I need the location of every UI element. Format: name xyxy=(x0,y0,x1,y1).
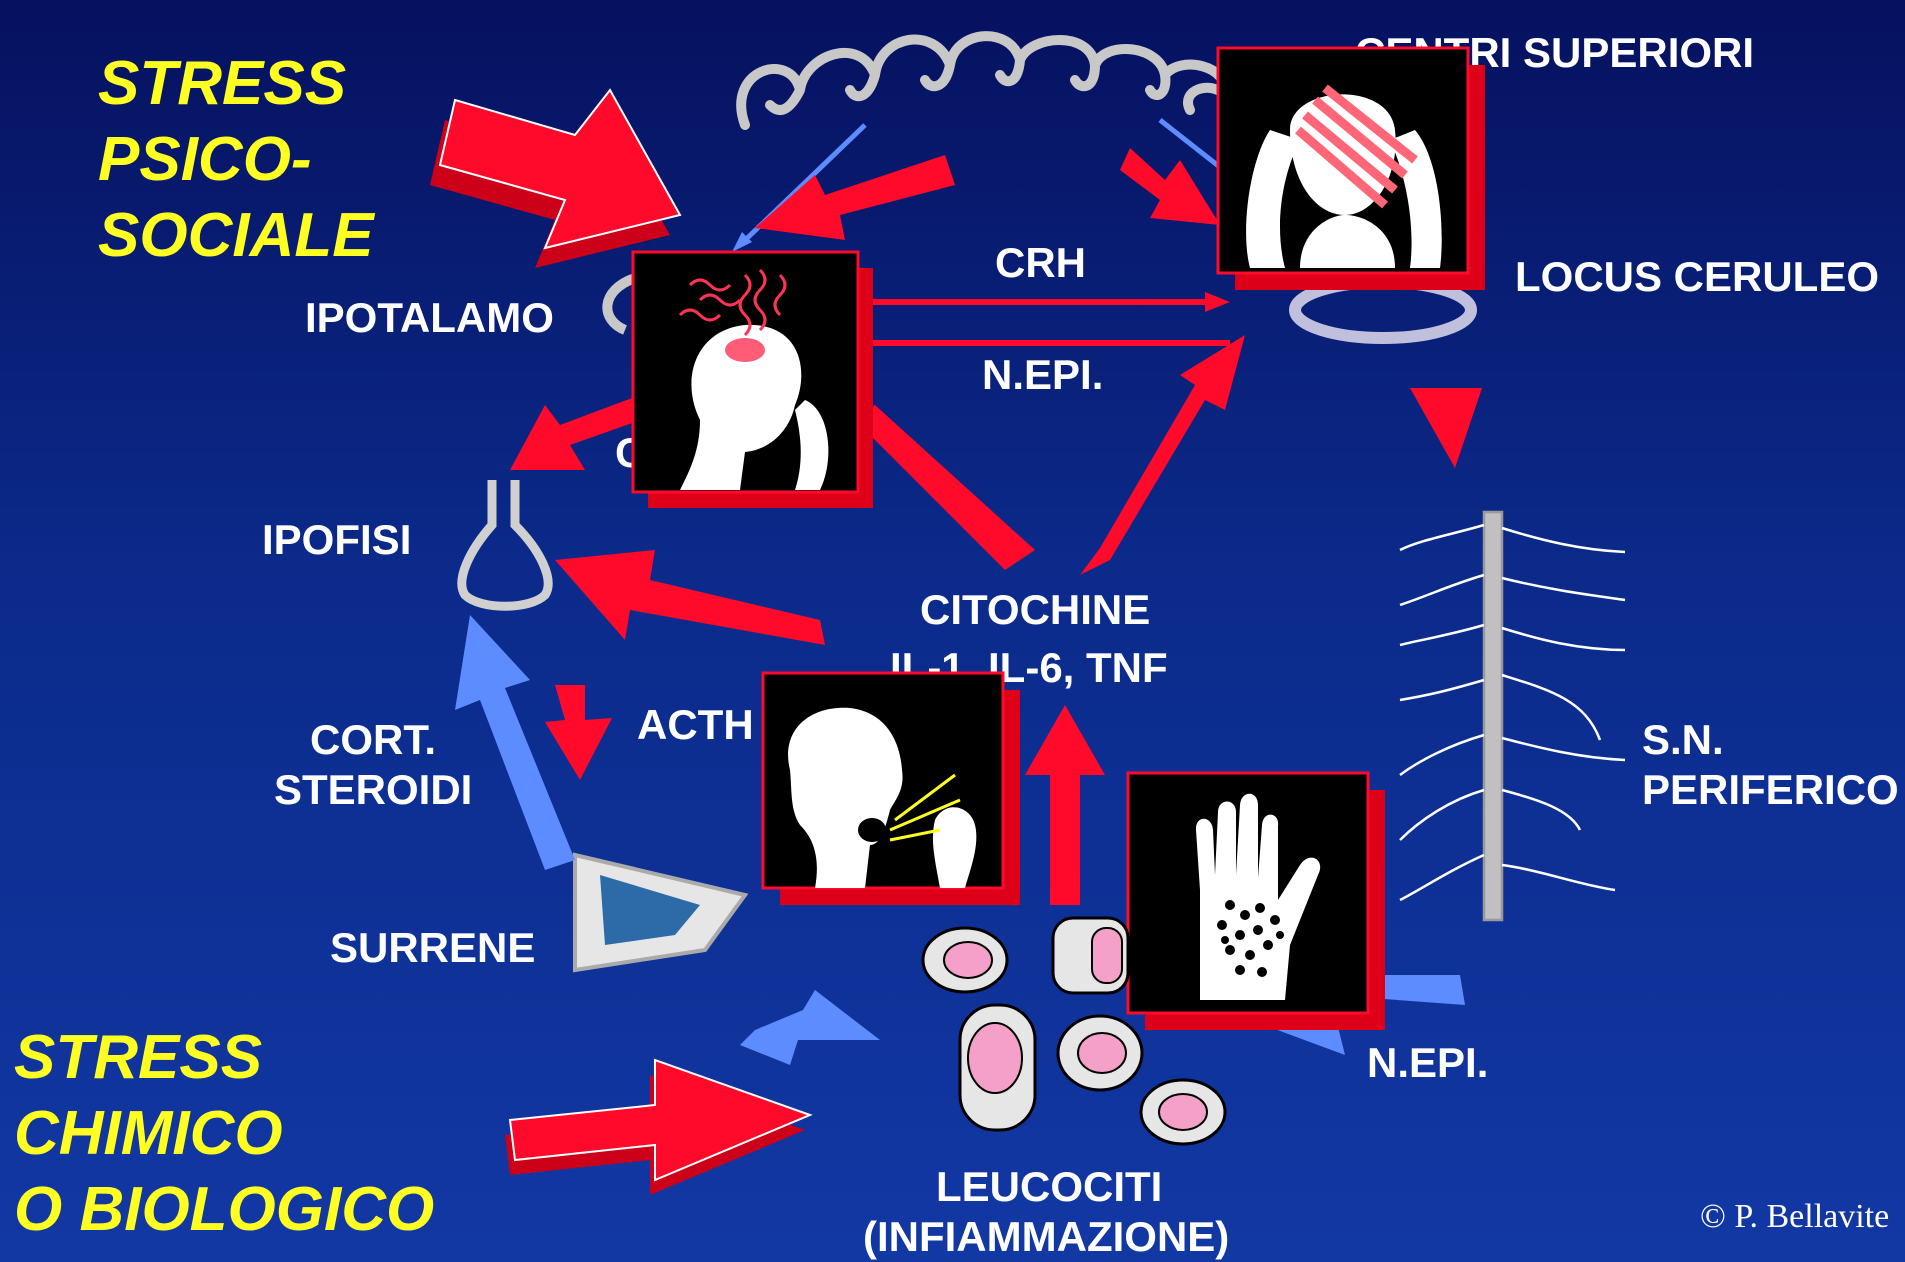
arrow-cortex-to-locus xyxy=(1120,148,1220,225)
label-cort-line2: STEROIDI xyxy=(274,765,472,815)
stress-chemical-line3: O BIOLOGICO xyxy=(14,1172,434,1248)
stress-psychosocial-line3: SOCIALE xyxy=(98,198,374,274)
arrow-locus-to-nerve xyxy=(1410,388,1482,468)
label-locus-ceruleo: LOCUS CERULEO xyxy=(1515,252,1879,302)
arrow-adrenal-to-pituitary xyxy=(455,615,575,870)
label-leucociti-line2: (INFIAMMAZIONE) xyxy=(863,1212,1229,1262)
stress-chemical-line1: STRESS xyxy=(14,1020,262,1096)
arrow-cortex-to-hypothalamus xyxy=(755,155,955,240)
hand-allergy-icon xyxy=(1128,773,1385,1030)
label-nepi-bottom: N.EPI. xyxy=(1367,1038,1488,1088)
arrow-pituitary-to-adrenal-acth xyxy=(545,685,612,780)
label-leucociti-line1: LEUCOCITI xyxy=(936,1162,1162,1212)
coughing-head-icon xyxy=(763,673,1020,905)
label-crh: CRH xyxy=(995,238,1086,288)
label-citochine: CITOCHINE xyxy=(920,585,1150,635)
arrow-blue-to-leukocytes xyxy=(740,990,880,1065)
label-ipotalamo: IPOTALAMO xyxy=(305,293,554,343)
stress-chemical-line2: CHIMICO xyxy=(14,1096,283,1172)
stress-psychosocial-line1: STRESS xyxy=(98,46,346,122)
headache-head-icon xyxy=(1218,48,1485,290)
stressed-head-icon xyxy=(633,252,873,508)
spinal-nerve-icon xyxy=(1400,512,1625,920)
label-sn-line2: PERIFERICO xyxy=(1642,765,1899,815)
brain-cortex-icon xyxy=(741,36,1225,125)
arrow-cytokines-to-hypothalamus xyxy=(855,405,1035,570)
pituitary-icon xyxy=(462,480,548,606)
label-cort-line1: CORT. xyxy=(310,715,436,765)
arrow-stress-chemical xyxy=(505,1060,810,1195)
label-nepi-top: N.EPI. xyxy=(982,350,1103,400)
label-ipofisi: IPOFISI xyxy=(262,515,411,565)
label-acth: ACTH xyxy=(637,700,754,750)
arrow-leukocytes-to-cytokines xyxy=(1025,705,1105,905)
hypothalamus-arc xyxy=(607,278,635,330)
label-surrene: SURRENE xyxy=(330,923,535,973)
stress-psychosocial-line2: PSICO- xyxy=(98,122,312,198)
crh-arrow-head xyxy=(1205,292,1230,312)
arrow-stress-psychosocial xyxy=(430,90,680,268)
label-sn-line1: S.N. xyxy=(1642,715,1724,765)
credit-text: © P. Bellavite xyxy=(1700,1198,1889,1236)
arrow-cytokines-to-pituitary xyxy=(555,550,825,645)
arrow-cytokines-to-locus xyxy=(1080,335,1245,575)
locus-ceruleo-ring xyxy=(1295,282,1471,338)
